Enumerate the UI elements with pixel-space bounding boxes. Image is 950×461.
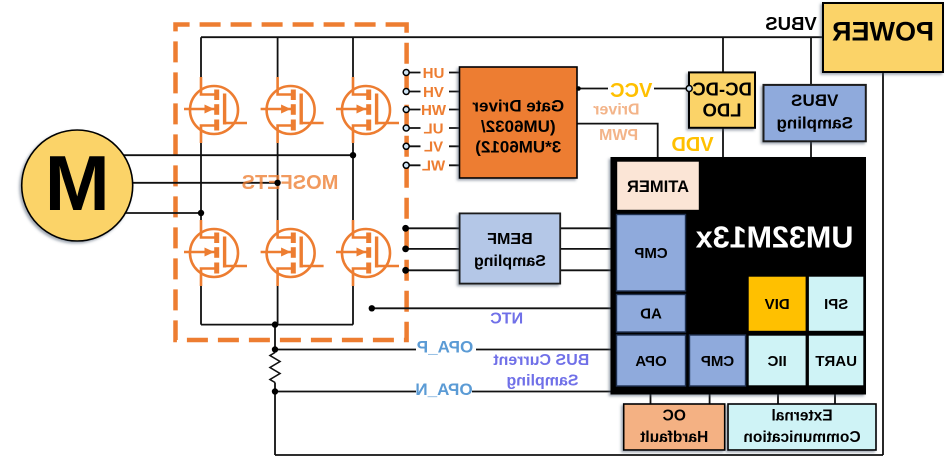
svg-text:Gate Driver: Gate Driver <box>472 97 564 116</box>
svg-text:VBUS: VBUS <box>765 13 816 34</box>
svg-text:Sampling: Sampling <box>776 113 853 132</box>
svg-text:BUS Current: BUS Current <box>493 352 590 369</box>
svg-text:VL: VL <box>424 139 443 156</box>
svg-text:Communication: Communication <box>743 429 860 446</box>
svg-text:VDD: VDD <box>671 134 713 156</box>
svg-text:OPA_P: OPA_P <box>417 338 473 357</box>
svg-text:Hardfault: Hardfault <box>640 429 708 446</box>
svg-text:UL: UL <box>424 120 444 137</box>
svg-text:(UM6032/: (UM6032/ <box>481 117 556 136</box>
svg-text:3*UM6012): 3*UM6012) <box>475 138 561 157</box>
svg-text:Sampling: Sampling <box>474 253 546 270</box>
svg-text:UART: UART <box>815 353 857 370</box>
svg-text:UM32M13x: UM32M13x <box>696 220 854 254</box>
svg-text:SPI: SPI <box>824 296 848 313</box>
svg-text:DIV: DIV <box>765 296 790 313</box>
svg-text:WH: WH <box>421 102 446 119</box>
svg-text:CMP: CMP <box>634 245 667 262</box>
svg-text:M: M <box>45 139 110 227</box>
svg-text:VBUS: VBUS <box>791 91 838 110</box>
svg-text:OPA: OPA <box>635 353 667 370</box>
svg-text:LDO: LDO <box>702 100 741 121</box>
svg-text:UH: UH <box>423 65 445 82</box>
svg-text:DC-DC: DC-DC <box>692 79 752 100</box>
svg-text:OPA_N: OPA_N <box>415 380 472 399</box>
svg-text:ATIMER: ATIMER <box>627 178 689 196</box>
svg-text:CMP: CMP <box>701 353 734 370</box>
svg-text:BEMF: BEMF <box>487 231 533 248</box>
svg-text:VCC: VCC <box>610 80 652 102</box>
svg-text:PWM: PWM <box>599 127 638 144</box>
svg-text:AD: AD <box>640 306 662 323</box>
svg-text:POWER: POWER <box>832 17 934 47</box>
svg-text:VH: VH <box>423 84 444 101</box>
svg-text:OC: OC <box>663 408 686 425</box>
svg-text:External: External <box>771 408 832 425</box>
svg-text:Sampling: Sampling <box>506 372 578 389</box>
svg-text:Driver: Driver <box>593 102 639 119</box>
svg-text:IIC: IIC <box>767 353 786 370</box>
svg-text:MOSFETS: MOSFETS <box>242 172 339 194</box>
svg-text:WL: WL <box>422 158 445 175</box>
svg-text:NTC: NTC <box>490 311 523 328</box>
